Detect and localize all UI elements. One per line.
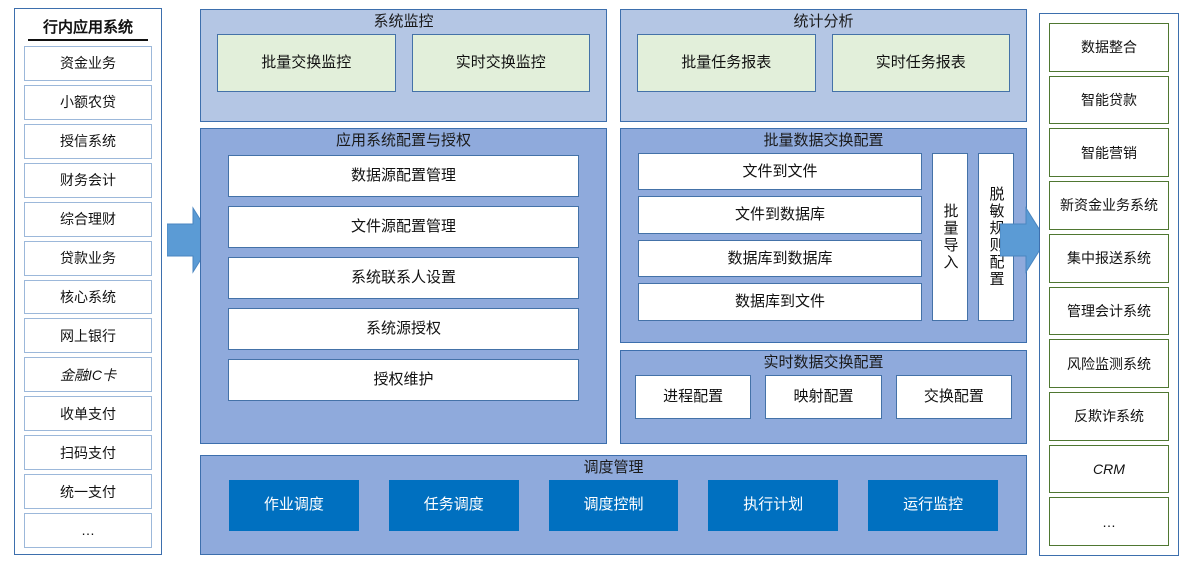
batch-item-file-to-file[interactable]: 文件到文件	[638, 152, 922, 190]
sched-button-job[interactable]: 作业调度	[229, 479, 359, 531]
appcfg-item-auth-maintain[interactable]: 授权维护	[228, 358, 579, 401]
right-item-6[interactable]: 风险监测系统	[1049, 339, 1169, 388]
panel-app-config-title: 应用系统配置与授权	[335, 132, 471, 149]
left-item-3[interactable]: 财务会计	[24, 162, 152, 198]
monitor-item-batch[interactable]: 批量交换监控	[217, 33, 396, 92]
left-item-1[interactable]: 小额农贷	[24, 84, 152, 120]
left-item-6[interactable]: 核心系统	[24, 279, 152, 315]
batch-item-bulk-import[interactable]: 批量导入	[932, 152, 968, 321]
right-item-4[interactable]: 集中报送系统	[1049, 233, 1169, 283]
realtime-item-exchange-config[interactable]: 交换配置	[895, 374, 1012, 419]
left-item-0[interactable]: 资金业务	[24, 46, 152, 81]
left-item-more: …	[24, 513, 152, 548]
panel-realtime-exchange-config: 实时数据交换配置 进程配置 映射配置 交换配置	[620, 350, 1027, 444]
appcfg-item-contact[interactable]: 系统联系人设置	[228, 256, 579, 299]
sched-button-task[interactable]: 任务调度	[388, 479, 519, 531]
appcfg-item-source-auth[interactable]: 系统源授权	[228, 307, 579, 350]
panel-batch-exchange-config: 批量数据交换配置 文件到文件 文件到数据库 数据库到数据库 数据库到文件 批量导…	[620, 128, 1027, 343]
outbound-arrow-icon	[999, 204, 1047, 276]
monitor-item-realtime[interactable]: 实时交换监控	[411, 33, 590, 92]
right-item-0[interactable]: 数据整合	[1049, 23, 1169, 72]
left-item-2[interactable]: 授信系统	[24, 123, 152, 159]
appcfg-item-datasource[interactable]: 数据源配置管理	[228, 154, 579, 197]
panel-batch-exchange-title: 批量数据交换配置	[763, 132, 884, 149]
batch-item-file-to-db[interactable]: 文件到数据库	[638, 196, 922, 234]
realtime-item-mapping-config[interactable]: 映射配置	[765, 374, 882, 419]
panel-realtime-exchange-title: 实时数据交换配置	[763, 354, 884, 371]
panel-system-monitor: 系统监控 批量交换监控 实时交换监控	[200, 9, 607, 122]
left-item-4[interactable]: 综合理财	[24, 201, 152, 237]
right-item-2[interactable]: 智能营销	[1049, 128, 1169, 178]
sched-button-run-monitor[interactable]: 运行监控	[868, 479, 998, 531]
right-item-more: …	[1049, 497, 1169, 547]
realtime-item-process-config[interactable]: 进程配置	[635, 374, 752, 419]
right-item-5[interactable]: 管理会计系统	[1049, 286, 1169, 336]
right-systems-panel: 数据整合 智能贷款 智能营销 新资金业务系统 集中报送系统 管理会计系统 风险监…	[1039, 13, 1179, 556]
left-panel-title: 行内应用系统	[28, 13, 148, 41]
panel-app-config-authorization: 应用系统配置与授权 数据源配置管理 文件源配置管理 系统联系人设置 系统源授权 …	[200, 128, 607, 444]
right-item-8[interactable]: CRM	[1049, 444, 1169, 494]
panel-system-monitor-title: 系统监控	[373, 13, 434, 30]
panel-scheduling-management: 调度管理 作业调度 任务调度 调度控制 执行计划 运行监控	[200, 455, 1027, 555]
batch-exchange-items: 文件到文件 文件到数据库 数据库到数据库 数据库到文件	[638, 152, 922, 321]
left-item-5[interactable]: 贷款业务	[24, 240, 152, 276]
left-item-8[interactable]: 金融IC卡	[24, 357, 152, 393]
right-item-1[interactable]: 智能贷款	[1049, 75, 1169, 125]
batch-item-db-to-db[interactable]: 数据库到数据库	[638, 239, 922, 277]
sched-button-control[interactable]: 调度控制	[548, 479, 679, 531]
right-item-3[interactable]: 新资金业务系统	[1049, 181, 1169, 230]
panel-scheduling-title: 调度管理	[583, 459, 644, 476]
stats-item-realtime-report[interactable]: 实时任务报表	[831, 33, 1010, 92]
left-item-11[interactable]: 统一支付	[24, 474, 152, 510]
right-item-7[interactable]: 反欺诈系统	[1049, 391, 1169, 441]
left-systems-panel: 行内应用系统 资金业务 小额农贷 授信系统 财务会计 综合理财 贷款业务 核心系…	[14, 8, 162, 555]
left-item-7[interactable]: 网上银行	[24, 318, 152, 354]
sched-button-plan[interactable]: 执行计划	[708, 479, 839, 531]
left-item-9[interactable]: 收单支付	[24, 396, 152, 432]
panel-statistical-analysis-title: 统计分析	[793, 13, 854, 30]
stats-item-batch-report[interactable]: 批量任务报表	[637, 33, 816, 92]
left-item-10[interactable]: 扫码支付	[24, 435, 152, 471]
batch-item-db-to-file[interactable]: 数据库到文件	[638, 283, 922, 321]
appcfg-item-filesource[interactable]: 文件源配置管理	[228, 205, 579, 248]
panel-statistical-analysis: 统计分析 批量任务报表 实时任务报表	[620, 9, 1027, 122]
